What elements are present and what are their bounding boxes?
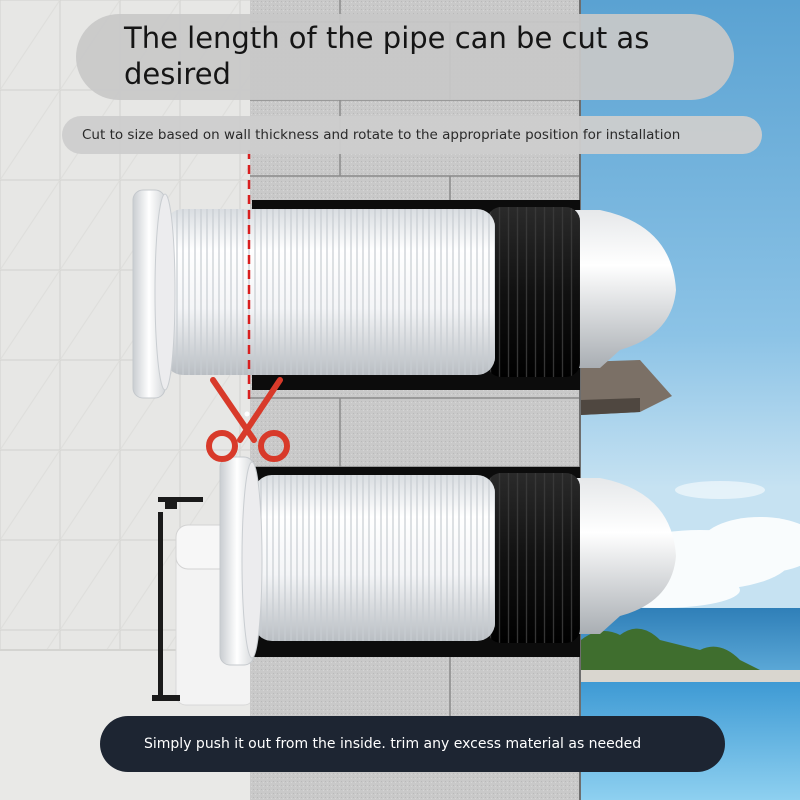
pool-edge xyxy=(581,670,800,682)
subtitle-text: Cut to size based on wall thickness and … xyxy=(82,127,681,143)
headline-line-2: desired xyxy=(124,57,231,91)
bottom-pipe-cap xyxy=(575,478,676,634)
footer-text: Simply push it out from the inside. trim… xyxy=(144,736,642,752)
headline-banner: The length of the pipe can be cut as des… xyxy=(76,14,734,100)
bottom-pipe-assembly xyxy=(219,456,676,666)
headline-line-1: The length of the pipe can be cut as xyxy=(124,21,650,55)
top-pipe-cap xyxy=(575,210,676,368)
scissors-icon xyxy=(206,377,290,462)
top-pipe-assembly xyxy=(132,189,676,399)
footer-banner: Simply push it out from the inside. trim… xyxy=(100,716,725,772)
subtitle-banner: Cut to size based on wall thickness and … xyxy=(62,116,762,154)
coastal-trees xyxy=(581,628,760,672)
